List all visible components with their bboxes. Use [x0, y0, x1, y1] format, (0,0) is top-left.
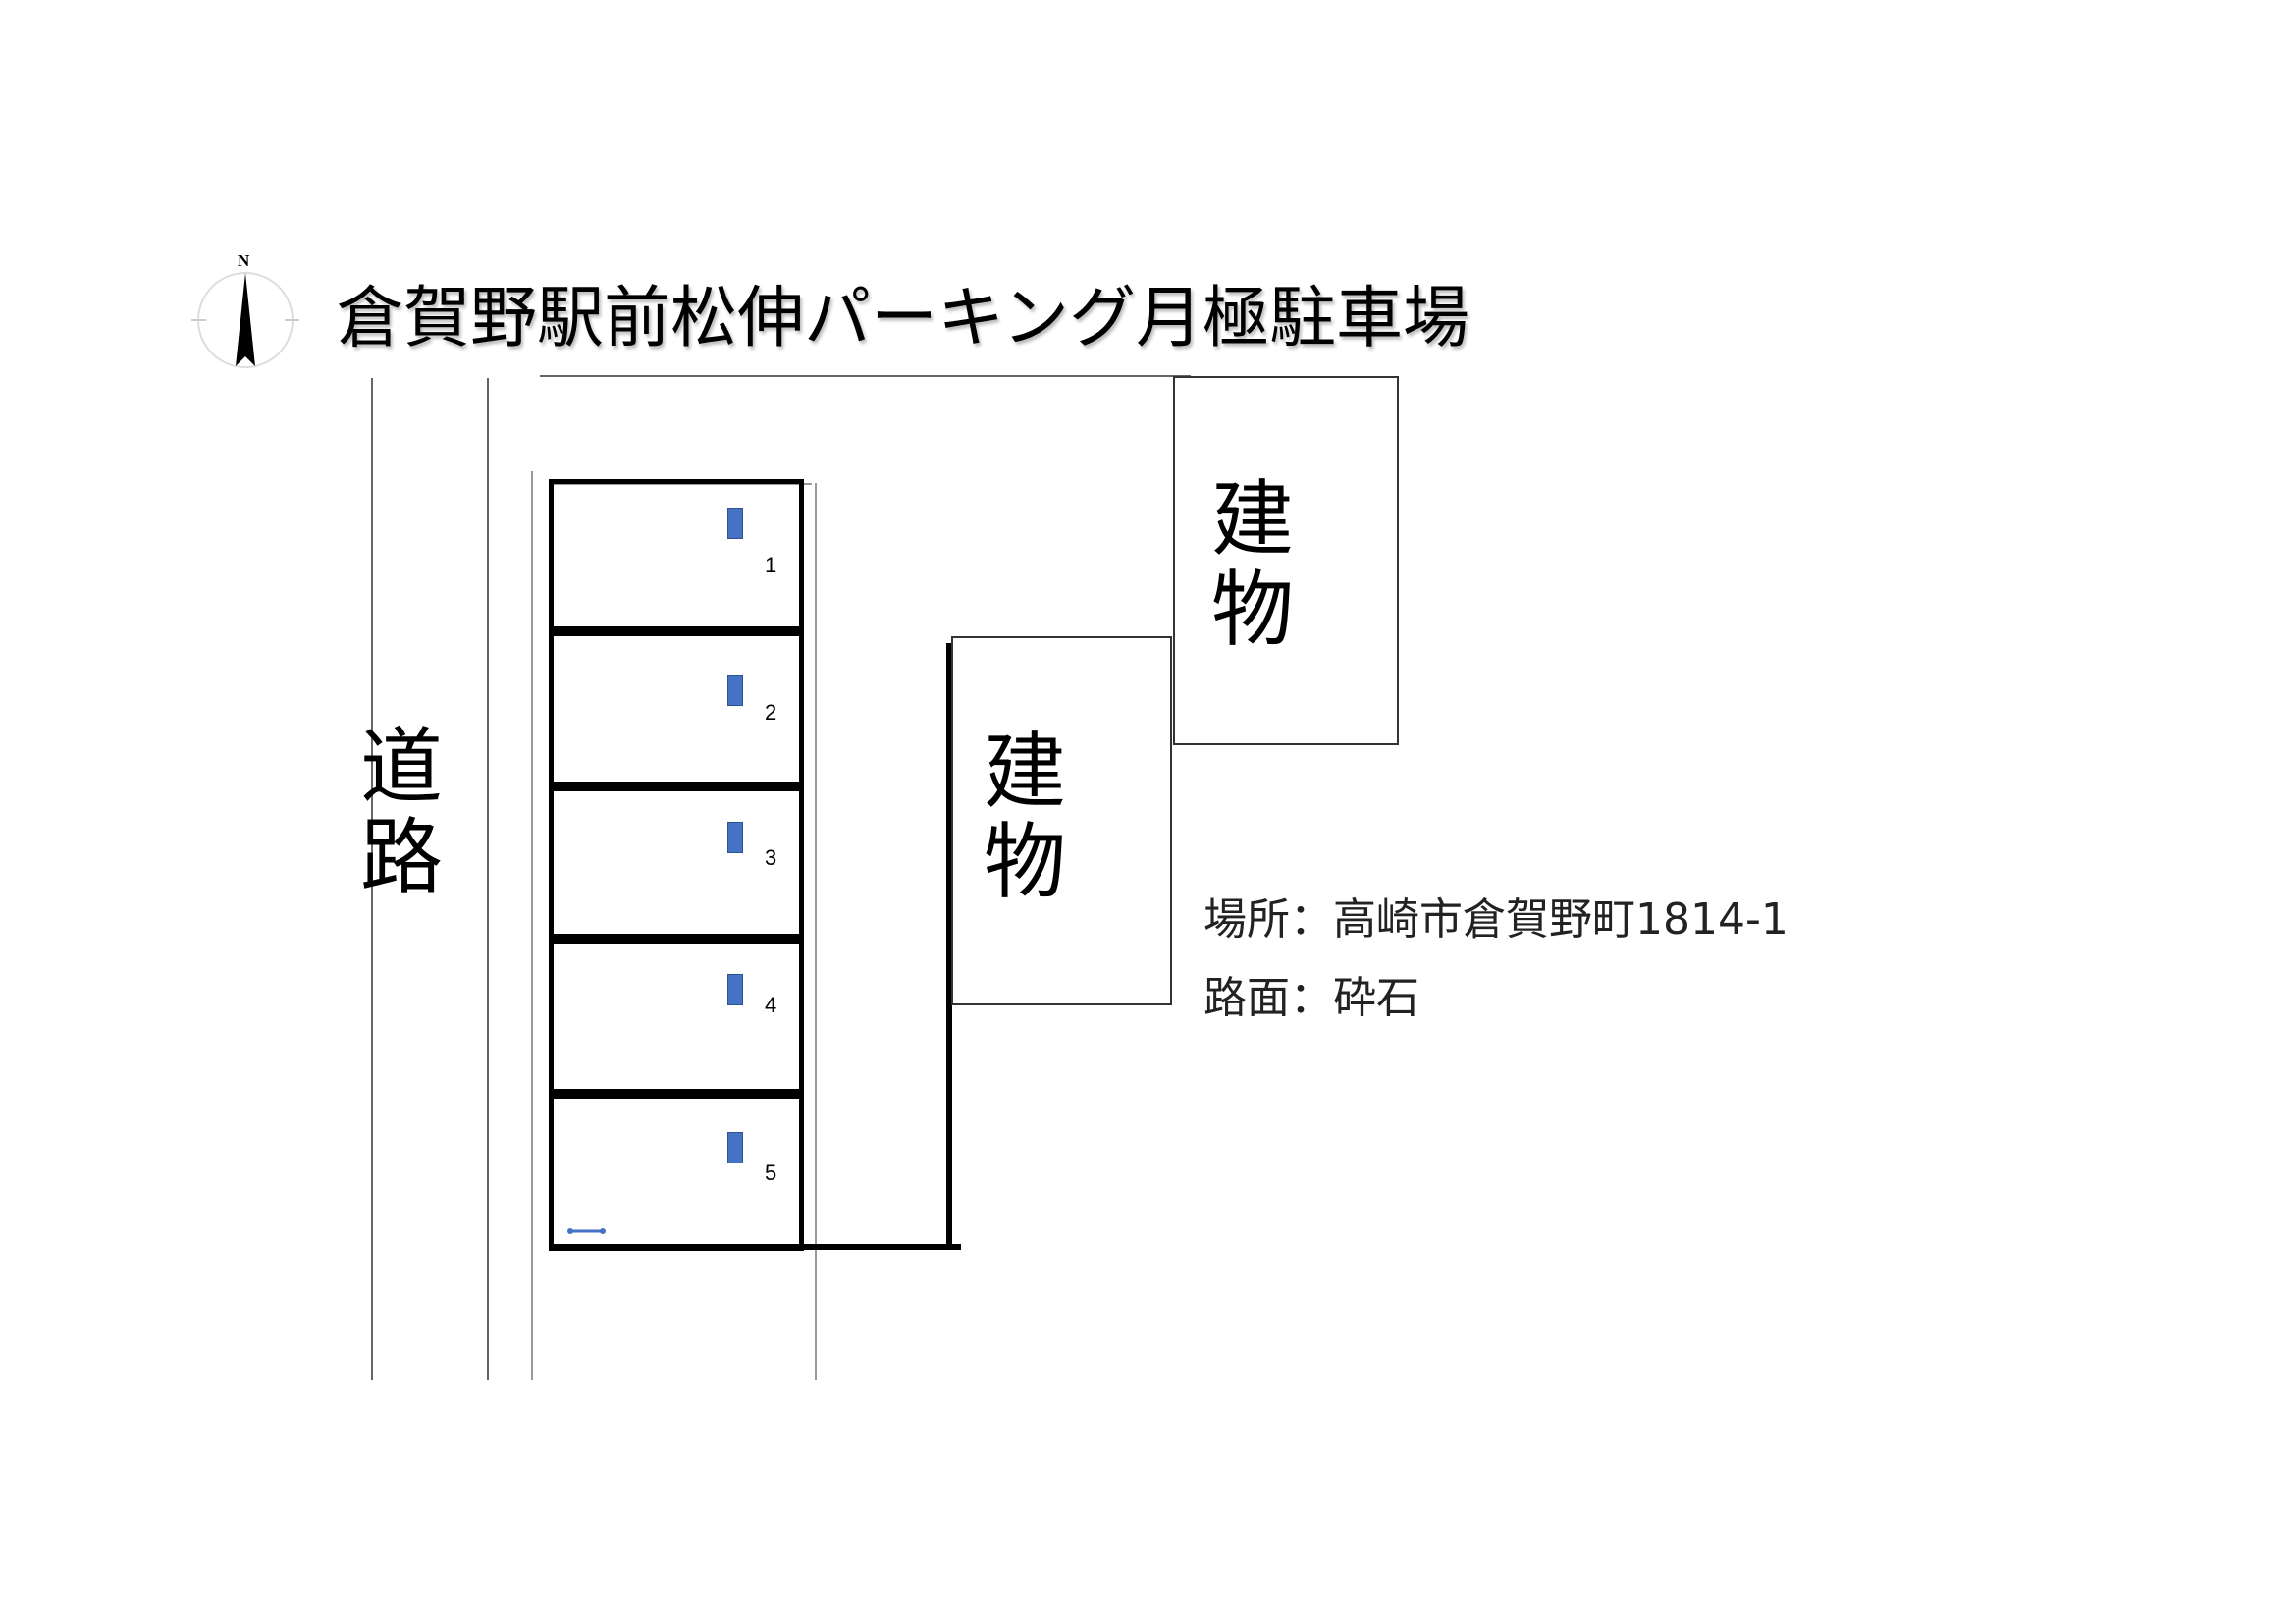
stall-marker-icon [727, 1132, 743, 1163]
building-label: 建物 [983, 724, 1066, 910]
compass-north-label: N [238, 251, 250, 270]
stall-marker-icon [727, 508, 743, 539]
stall-number: 4 [765, 993, 777, 1017]
building-1 [1173, 376, 1399, 745]
stall-number: 1 [765, 553, 777, 577]
lot-top-boundary [540, 375, 1191, 377]
lot-right-wall [946, 643, 952, 1247]
surface-text: 路面：砕石 [1203, 973, 1419, 1023]
parking-stall: 4 [549, 939, 804, 1094]
road-edge-left [371, 378, 373, 1380]
parking-stall: 5 [549, 1094, 804, 1251]
parking-stall: 2 [549, 631, 804, 786]
stall-marker-icon [727, 974, 743, 1005]
stall-number: 2 [765, 700, 777, 725]
road-label: 道路 [359, 719, 443, 905]
page-title: 倉賀野駅前松伸パーキング月極駐車場 [337, 280, 1469, 357]
building-2 [951, 636, 1172, 1005]
stall-marker-icon [727, 675, 743, 706]
parking-stall: 3 [549, 786, 804, 939]
lot-bottom-boundary [549, 1244, 961, 1250]
north-arrow-icon [191, 272, 299, 368]
location-text: 場所：高崎市倉賀野町1814-1 [1203, 894, 1789, 945]
lot-outline-left [531, 471, 533, 1380]
building-label: 建物 [1210, 471, 1294, 658]
scale-bar-icon [567, 1228, 606, 1234]
compass: N [187, 251, 304, 371]
stall-marker-icon [727, 822, 743, 853]
lot-outline-right [815, 483, 817, 1380]
lot-outline-top [554, 483, 812, 485]
stall-number: 5 [765, 1161, 777, 1185]
parking-stall: 1 [549, 479, 804, 631]
road-edge-right [487, 378, 489, 1380]
stall-number: 3 [765, 845, 777, 870]
